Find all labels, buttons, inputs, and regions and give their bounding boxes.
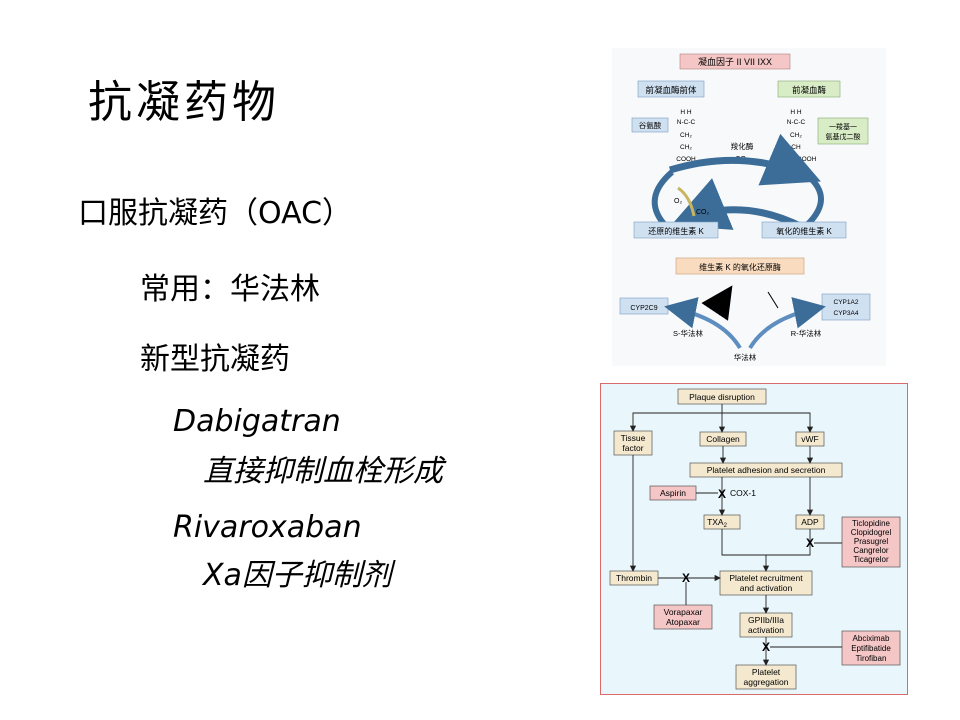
- glu-struct-0: H H: [680, 109, 692, 116]
- adhesion-label: Platelet adhesion and secretion: [707, 465, 826, 475]
- txa2-text: TXA: [707, 517, 724, 527]
- right-cycle-arc: [805, 173, 824, 227]
- cox1-label: COX-1: [730, 488, 756, 498]
- aggregation-label-2: aggregation: [744, 677, 789, 687]
- reduced-vk-label: 还原的维生素 K: [648, 226, 704, 236]
- plaque-to-tissue-line: [629, 404, 723, 432]
- r-warfarin-label: R-华法林: [791, 328, 822, 338]
- aspirin-label: Aspirin: [660, 488, 686, 498]
- cyp2c9-label: CYP2C9: [630, 305, 657, 312]
- gp-drug-2: Tirofiban: [856, 654, 887, 663]
- vkor-box: [675, 257, 805, 275]
- common-drug-line: 常用：华法林: [140, 272, 320, 307]
- gla-label-1: 一羧基一: [829, 122, 857, 131]
- s-warfarin-arrow: [664, 297, 742, 350]
- gp-drugs-box: [841, 630, 901, 666]
- txa2-subscript: 2: [724, 523, 728, 529]
- recruitment-label-2: and activation: [740, 583, 793, 593]
- txa2-label: TXA2: [707, 517, 728, 529]
- platelet-activation-flowchart: Plaque disruption Tissue factor Collagen…: [600, 383, 908, 695]
- cox1-x-mark: X: [718, 487, 726, 501]
- cyp3a4-label: CYP3A4: [834, 310, 859, 317]
- p2y12-drug-0: Ticlopidine: [852, 519, 890, 528]
- p2y12-drugs-box: [841, 516, 901, 568]
- gp-drug-1: Eptifibatide: [851, 644, 891, 653]
- precursor-label: 前凝血酶前体: [645, 85, 697, 95]
- clotting-factors-label: 凝血因子 II VII IXX: [698, 56, 772, 67]
- p2y12-x-mark: X: [806, 536, 814, 550]
- gp-x-mark: X: [762, 640, 770, 654]
- prothrombin-box: [777, 80, 841, 98]
- o2-label: O₂: [674, 198, 682, 205]
- p2y12-drug-1: Clopidogrel: [851, 528, 892, 537]
- recruitment-box: [719, 570, 813, 596]
- par1-drug-1: Atopaxar: [666, 617, 700, 627]
- gla-struct-4: HOOC COOH: [776, 156, 817, 163]
- gla-struct-2: CH₂: [790, 132, 802, 139]
- slide-title: 抗凝药物: [88, 77, 280, 128]
- clotting-factors-box: [679, 53, 791, 70]
- par1-drug-0: Vorapaxar: [664, 607, 703, 617]
- par1-x-mark: X: [682, 571, 690, 585]
- glu-label: 谷氨酸: [639, 120, 662, 130]
- gla-struct-0: H H: [790, 109, 802, 116]
- glu-box: [631, 117, 669, 133]
- vitamin-k-cycle-diagram: 凝血因子 II VII IXX 前凝血酶前体 前凝血酶 谷氨酸 一羧基一 氨基戊…: [612, 48, 886, 366]
- aggregation-label-1: Platelet: [752, 667, 781, 677]
- gp-box: [739, 612, 793, 638]
- bullet-oac-text: 口服抗凝药（OAC）: [78, 196, 353, 231]
- cyp1a2-label: CYP1A2: [834, 299, 859, 306]
- p2y12-drug-2: Prasugrel: [854, 537, 888, 546]
- gp-label-1: GPIIb/IIIa: [748, 615, 784, 625]
- warfarin-label: 华法林: [734, 352, 757, 362]
- p2y12-drug-4: Ticagrelor: [853, 555, 889, 564]
- glu-struct-4: COOH: [676, 156, 696, 163]
- lower-cycle-arrow: [671, 178, 806, 232]
- new-agents-line: 新型抗凝药: [140, 342, 290, 377]
- carboxylase-label: 羧化酶: [731, 141, 754, 151]
- par1-drugs-box: [653, 604, 713, 630]
- r-warfarin-inhibit-line: [767, 291, 779, 309]
- gla-label-2: 氨基戊二酸: [826, 132, 861, 141]
- reduced-vk-box: [633, 221, 719, 239]
- tissue-factor-label-1: Tissue: [621, 433, 646, 443]
- dabigatran-name: Dabigatran: [173, 404, 341, 439]
- oxygen-leaf: [677, 186, 696, 217]
- bullet-oral-anticoagulants: 口服抗凝药（OAC）: [78, 188, 352, 232]
- upper-cycle-arrow: [668, 133, 821, 186]
- precursor-box: [637, 80, 705, 98]
- rivaroxaban-name: Rivaroxaban: [173, 510, 362, 545]
- glu-struct-3: CH₂: [680, 144, 692, 151]
- gla-box: [817, 117, 869, 145]
- glu-struct-1: N-C-C: [677, 119, 696, 126]
- vkor-label: 维生素 K 的氧化还原酶: [699, 262, 781, 272]
- r-warfarin-arrow: [748, 297, 826, 350]
- left-cycle-arc: [651, 169, 675, 226]
- collagen-label: Collagen: [706, 434, 740, 444]
- plaque-to-vwf-line: [722, 412, 814, 433]
- gp-drug-0: Abciximab: [853, 634, 890, 643]
- adp-label: ADP: [801, 517, 819, 527]
- tissue-factor-label-2: factor: [622, 443, 643, 453]
- aggregation-box: [735, 664, 797, 690]
- oxidized-vk-label: 氧化的维生素 K: [776, 226, 832, 236]
- dabigatran-description: 直接抑制血栓形成: [203, 454, 443, 489]
- glu-struct-2: CH₂: [680, 132, 692, 139]
- thrombin-label: Thrombin: [616, 573, 652, 583]
- gla-struct-3: CH: [791, 144, 801, 151]
- prothrombin-label: 前凝血酶: [792, 85, 827, 95]
- s-warfarin-inhibit-arrow: [701, 285, 733, 321]
- s-warfarin-label: S-华法林: [673, 328, 703, 338]
- p2y12-drug-3: Cangrelor: [853, 546, 888, 555]
- oxidized-vk-box: [761, 221, 847, 239]
- glu-structure: H H N-C-C CH₂ CH₂ COOH: [676, 109, 696, 163]
- gp-label-2: activation: [748, 625, 784, 635]
- rivaroxaban-description: Xa因子抑制剂: [203, 558, 392, 593]
- vwf-label: vWF: [801, 434, 818, 444]
- adhesion-box: [689, 462, 843, 478]
- gla-struct-1: N-C-C: [787, 119, 806, 126]
- recruitment-label-1: Platelet recruitment: [729, 573, 803, 583]
- co2-mid-label: CO₂: [696, 209, 710, 216]
- plaque-label: Plaque disruption: [689, 392, 755, 402]
